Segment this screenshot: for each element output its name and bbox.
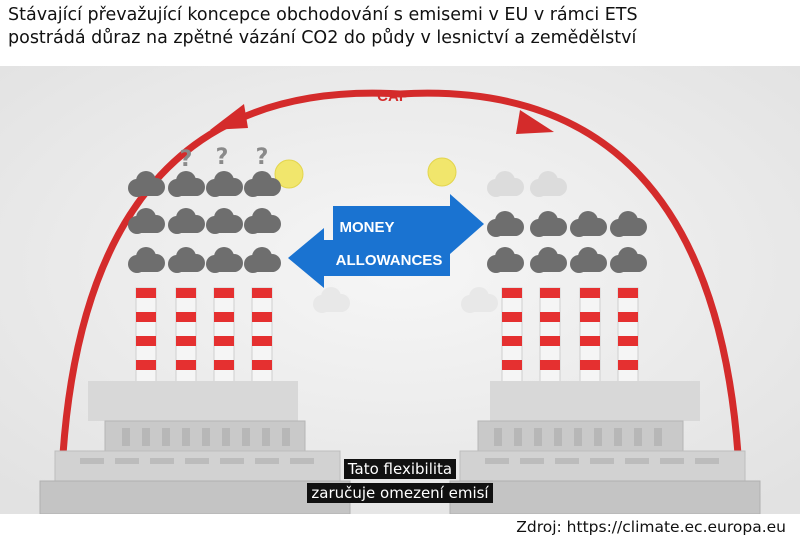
- factory-left: [39, 287, 351, 514]
- question-mark-3: ?: [256, 145, 269, 170]
- video-subtitle-line-2: zaručuje omezení emisí: [0, 483, 800, 503]
- slide-title: Stávající převažující koncepce obchodová…: [8, 4, 798, 50]
- emissions-trading-illustration: CAP ? ? ? MONEY: [0, 66, 800, 514]
- question-mark-1: ?: [180, 147, 193, 172]
- video-subtitle-line-1: Tato flexibilita: [0, 459, 800, 479]
- cap-label: CAP: [377, 88, 409, 105]
- source-credit: Zdroj: https://climate.ec.europa.eu: [516, 518, 786, 536]
- factory-right: [449, 287, 761, 514]
- cap-arc: [59, 89, 742, 458]
- allowances-label: ALLOWANCES: [336, 252, 443, 269]
- sun-right: [427, 157, 457, 187]
- question-mark-2: ?: [216, 145, 229, 170]
- cap-arrow-right-head: [516, 110, 554, 134]
- money-label: MONEY: [339, 219, 394, 236]
- sun-left: [274, 159, 304, 189]
- title-line-1: Stávající převažující koncepce obchodová…: [8, 5, 638, 25]
- money-arrow: MONEY: [333, 194, 484, 254]
- allowances-arrow: ALLOWANCES: [288, 228, 450, 288]
- title-line-2: postrádá důraz na zpětné vázání CO2 do p…: [8, 28, 637, 48]
- cap-arrow-left-head: [210, 104, 248, 130]
